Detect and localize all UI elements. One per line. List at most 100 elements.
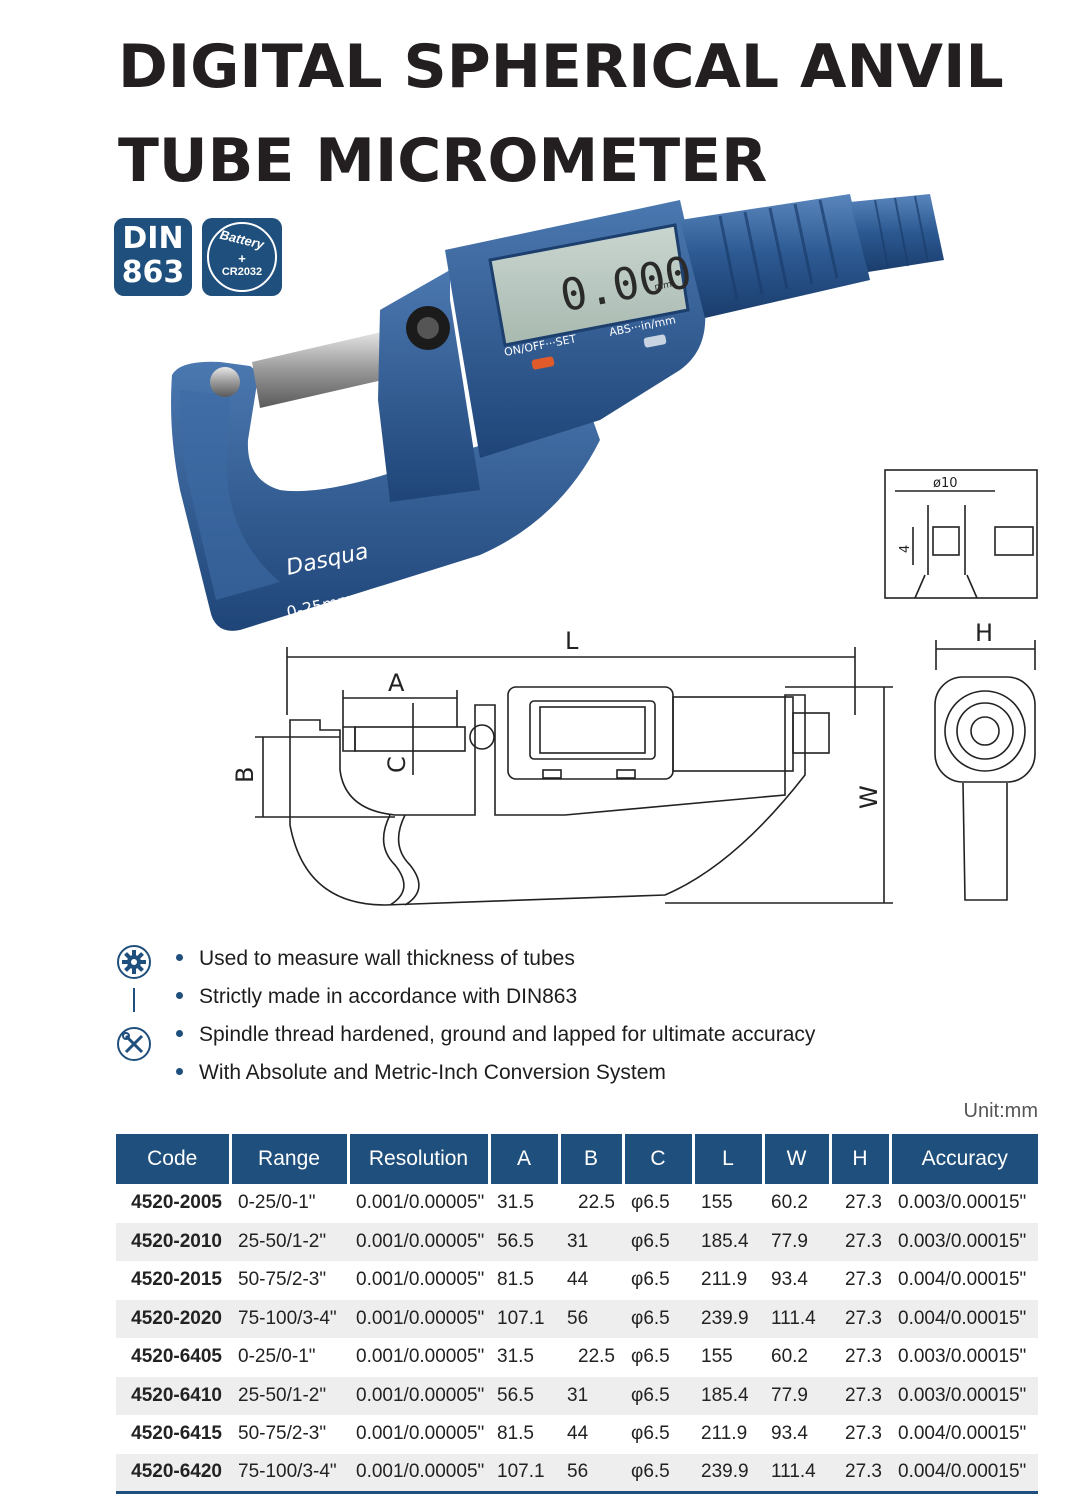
cell-accuracy: 0.003/0.00015" [890, 1222, 1038, 1261]
cell-code: 4520-6405 [131, 1346, 222, 1368]
tools-icon [117, 1027, 151, 1061]
title-line-2: TUBE MICROMETER [118, 126, 768, 196]
cell-range: 0-25/0-1" [238, 1192, 316, 1214]
cell-w: 77.9 [763, 1222, 830, 1261]
cell-accuracy: 0.003/0.00015" [898, 1192, 1027, 1214]
cell-code: 4520-2020 [116, 1299, 230, 1338]
table-row: 4520-2005 0-25/0-1" 0.001/0.00005" 31.5 … [116, 1184, 1038, 1223]
page-title: DIGITAL SPHERICAL ANVIL TUBE MICROMETER [118, 20, 1018, 208]
col-c: C [623, 1134, 695, 1184]
battery-icon: Battery + CR2032 [207, 222, 277, 292]
list-item: Strictly made in accordance with DIN863 [172, 978, 815, 1016]
cell-c: φ6.5 [631, 1192, 670, 1214]
cell-c: φ6.5 [623, 1222, 693, 1261]
cell-c: φ6.5 [623, 1299, 693, 1338]
cell-c: φ6.5 [631, 1346, 670, 1368]
cell-accuracy: 0.004/0.00015" [898, 1423, 1027, 1445]
cell-a: 107.1 [489, 1299, 559, 1338]
cell-l: 185.4 [693, 1376, 763, 1415]
col-resolution: Resolution [348, 1134, 491, 1184]
abs-button [643, 334, 667, 348]
cell-b: 31 [559, 1376, 623, 1415]
cell-accuracy: 0.003/0.00015" [898, 1346, 1027, 1368]
cell-range: 0-25/0-1" [238, 1346, 316, 1368]
din-badge-line-1: DIN [122, 221, 184, 256]
dim-label-H: H [975, 619, 993, 647]
ratchet [850, 194, 944, 272]
thimble [680, 194, 870, 318]
cell-a: 56.5 [489, 1222, 559, 1261]
cell-l: 239.9 [693, 1453, 763, 1494]
dim-label-W: W [855, 785, 883, 809]
spec-table: Code Range Resolution A B C L W H Accura… [116, 1134, 1038, 1494]
col-h: H [830, 1134, 892, 1184]
cell-w: 77.9 [763, 1376, 830, 1415]
cell-range: 75-100/3-4" [230, 1453, 348, 1494]
dim-label-L: L [565, 627, 579, 655]
din-863-badge: DIN 863 [114, 218, 192, 296]
battery-plus: + [238, 251, 246, 266]
list-item: With Absolute and Metric-Inch Conversion… [172, 1054, 815, 1092]
cell-resolution: 0.001/0.00005" [348, 1453, 489, 1494]
table-row: 4520-2015 50-75/2-3" 0.001/0.00005" 81.5… [116, 1261, 1038, 1300]
main-view-frame [289, 694, 806, 906]
cell-b: 22.5 [578, 1192, 615, 1214]
micrometer-photo: 0.0000 mm ON/OFF···SET ABS···in/mm Dasqu… [171, 194, 944, 631]
cell-b: 56 [559, 1299, 623, 1338]
cell-accuracy: 0.003/0.00015" [890, 1376, 1038, 1415]
title-line-1: DIGITAL SPHERICAL ANVIL [118, 32, 1004, 102]
cell-b: 56 [559, 1453, 623, 1494]
table-row: 4520-6415 50-75/2-3" 0.001/0.00005" 81.5… [116, 1415, 1038, 1454]
cell-h: 27.3 [845, 1192, 882, 1214]
cell-resolution: 0.001/0.00005" [356, 1269, 485, 1291]
cell-w: 93.4 [771, 1423, 808, 1445]
dim-label-B: B [231, 767, 259, 783]
cell-range: 25-50/1-2" [230, 1376, 348, 1415]
cell-b: 31 [559, 1222, 623, 1261]
cell-l: 155 [701, 1192, 733, 1214]
table-header-row: Code Range Resolution A B C L W H Accura… [116, 1134, 1038, 1184]
col-a: A [489, 1134, 561, 1184]
dim-label-C: C [383, 756, 411, 773]
cell-w: 111.4 [763, 1299, 830, 1338]
cell-a: 31.5 [497, 1192, 534, 1214]
lcd-unit: mm [654, 280, 673, 293]
table-row: 4520-2020 75-100/3-4" 0.001/0.00005" 107… [116, 1299, 1038, 1338]
cell-range: 50-75/2-3" [238, 1269, 327, 1291]
col-code: Code [116, 1134, 232, 1184]
cell-h: 27.3 [845, 1269, 882, 1291]
cell-w: 93.4 [771, 1269, 808, 1291]
list-item: Spindle thread hardened, ground and lapp… [172, 1016, 815, 1054]
cell-range: 50-75/2-3" [238, 1423, 327, 1445]
cell-resolution: 0.001/0.00005" [356, 1423, 485, 1445]
din-badge-line-2: 863 [121, 255, 185, 290]
cell-h: 27.3 [845, 1423, 882, 1445]
cell-a: 81.5 [497, 1269, 534, 1291]
cell-l: 155 [701, 1346, 733, 1368]
cell-c: φ6.5 [623, 1376, 693, 1415]
cell-code: 4520-2015 [131, 1269, 222, 1291]
cell-b: 44 [567, 1269, 589, 1291]
frame-shape [171, 361, 600, 631]
cell-accuracy: 0.004/0.00015" [890, 1453, 1038, 1494]
detail-diameter-label: ø10 [933, 476, 958, 491]
cell-l: 211.9 [701, 1423, 748, 1445]
on-off-button [531, 356, 555, 370]
cell-range: 25-50/1-2" [230, 1222, 348, 1261]
cell-a: 107.1 [489, 1453, 559, 1494]
battery-badge: Battery + CR2032 [202, 218, 282, 296]
table-row: 4520-6410 25-50/1-2" 0.001/0.00005" 56.5… [116, 1376, 1038, 1415]
gear-icon [117, 945, 151, 979]
cell-c: φ6.5 [631, 1269, 670, 1291]
lcd-screen [488, 223, 690, 347]
cell-code: 4520-6410 [116, 1376, 230, 1415]
cell-code: 4520-6420 [116, 1453, 230, 1494]
cell-w: 111.4 [763, 1453, 830, 1494]
cell-resolution: 0.001/0.00005" [348, 1376, 489, 1415]
cell-resolution: 0.001/0.00005" [348, 1299, 489, 1338]
detail-height-label: 4 [898, 545, 913, 553]
spindle [252, 330, 400, 408]
cell-c: φ6.5 [623, 1453, 693, 1494]
cell-l: 239.9 [693, 1299, 763, 1338]
cell-h: 27.3 [830, 1376, 890, 1415]
